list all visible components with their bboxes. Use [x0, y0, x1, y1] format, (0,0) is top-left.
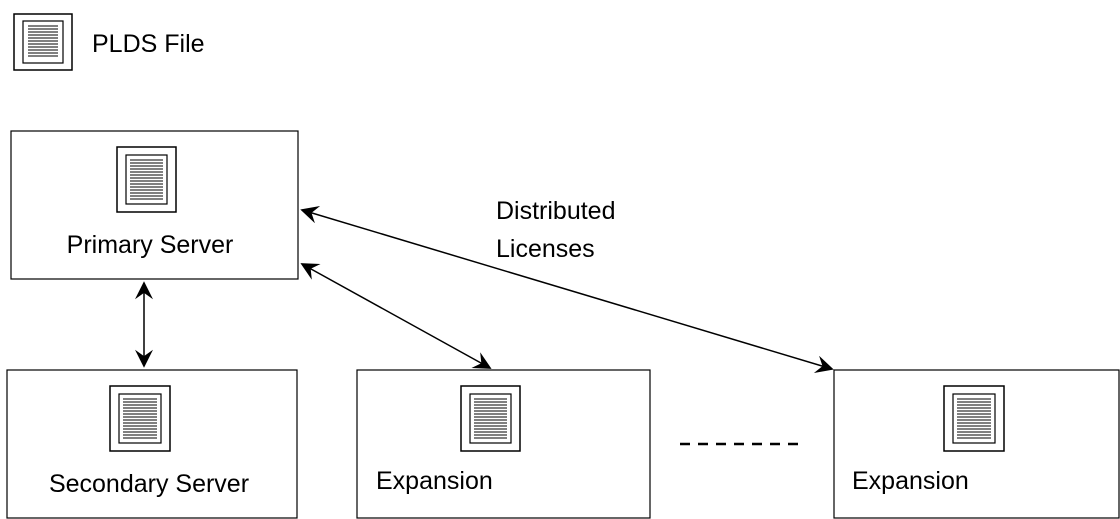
primary-expansion2-arrow [300, 206, 834, 373]
secondary-server-node: Secondary Server [6, 369, 298, 519]
expansion-2-label: Expansion [852, 467, 969, 495]
document-icon [943, 385, 1005, 452]
expansion-node-1: Expansion [356, 369, 651, 519]
primary-expansion1-arrow [300, 263, 492, 369]
edge-label-line1: Distributed [496, 197, 616, 225]
document-icon [460, 385, 521, 452]
document-icon [109, 385, 171, 452]
legend: PLDS File [13, 13, 205, 71]
distributed-licenses-label: Distributed Licenses [496, 197, 616, 263]
primary-server-label: Primary Server [67, 231, 234, 259]
primary-server-node: Primary Server [10, 130, 299, 280]
expansion-1-label: Expansion [376, 467, 493, 495]
document-icon [116, 146, 177, 213]
expansion-node-2: Expansion [833, 369, 1120, 519]
secondary-server-label: Secondary Server [49, 470, 249, 498]
edge-label-line2: Licenses [496, 235, 595, 263]
document-lines-icon [13, 13, 73, 71]
legend-label: PLDS File [92, 30, 205, 58]
